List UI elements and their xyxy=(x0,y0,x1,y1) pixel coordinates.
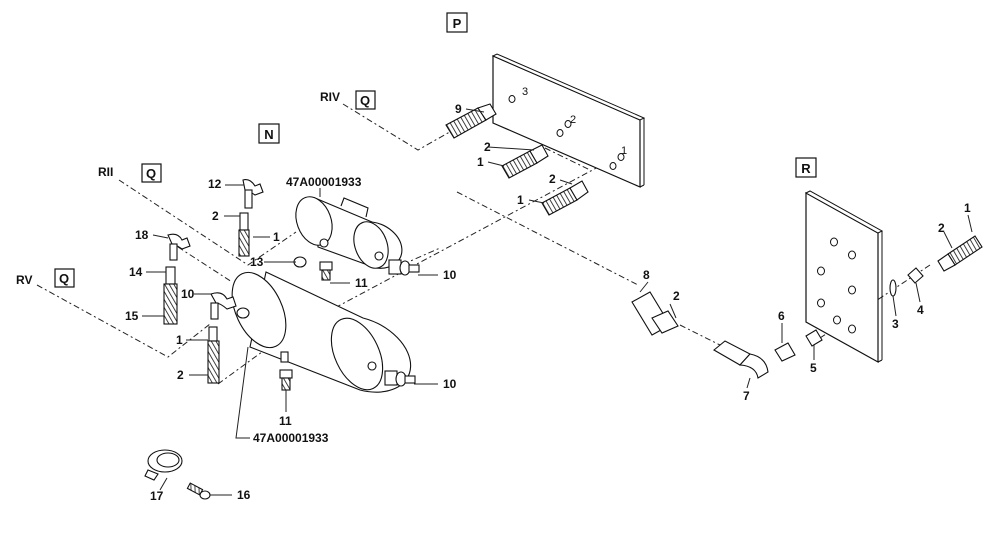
callout-15: 15 xyxy=(125,309,139,323)
svg-text:N: N xyxy=(264,127,273,142)
view-label-q-riv: Q xyxy=(355,90,376,110)
callout-10-a: 10 xyxy=(443,268,457,282)
threaded-stud-right xyxy=(937,235,983,272)
callout-12: 12 xyxy=(208,177,222,191)
adapter-6 xyxy=(774,342,796,362)
callout-18: 18 xyxy=(135,228,149,242)
air-tank-upper xyxy=(295,196,403,269)
svg-text:P: P xyxy=(453,16,462,31)
callout-2-left: 2 xyxy=(177,368,184,382)
hose-assembly-14-15 xyxy=(163,266,178,325)
mounting-plate-r xyxy=(804,190,884,364)
view-label-n: N xyxy=(258,123,280,144)
callout-1-far-right: 1 xyxy=(964,201,971,215)
svg-text:Q: Q xyxy=(360,93,370,108)
callout-17: 17 xyxy=(150,489,164,503)
callout-1-plate: 1 xyxy=(621,145,627,157)
callout-5: 5 xyxy=(810,361,817,375)
view-label-q-rii: Q xyxy=(141,163,162,183)
callout-2-far-right: 2 xyxy=(938,221,945,235)
ref-rv: RV xyxy=(16,273,32,287)
leader-lines xyxy=(142,108,973,496)
nut-4 xyxy=(907,267,924,284)
callout-2-plate: 2 xyxy=(570,114,576,126)
air-tank-lower xyxy=(231,271,412,393)
drain-valve-10-upper xyxy=(388,259,420,276)
drain-valve-10-lower xyxy=(384,370,416,387)
callout-4: 4 xyxy=(917,303,924,317)
callout-10-b: 10 xyxy=(181,287,195,301)
callout-11-b: 11 xyxy=(279,414,292,428)
callout-9: 9 xyxy=(455,102,462,116)
callout-1-a: 1 xyxy=(477,155,484,169)
callout-3-right: 3 xyxy=(892,317,899,331)
nut-5 xyxy=(805,329,823,347)
fitting-11-upper xyxy=(319,261,333,281)
threaded-stud-1-lower xyxy=(541,180,589,216)
hose-elbow-7 xyxy=(713,340,769,379)
callout-2-a: 2 xyxy=(484,140,491,154)
elbow-fitting-18 xyxy=(167,233,191,261)
threaded-stud-1-upper xyxy=(501,144,549,179)
view-label-q-rv: Q xyxy=(54,268,75,288)
bolt-16 xyxy=(186,482,211,500)
view-label-p: P xyxy=(446,12,468,33)
callout-16: 16 xyxy=(237,488,251,502)
part-number-lower-tank: 47A00001933 xyxy=(253,431,329,445)
hose-sleeve-8 xyxy=(631,291,679,336)
callout-1-b: 1 xyxy=(517,193,524,207)
elbow-fitting-10-left xyxy=(210,292,237,320)
fitting-11-lower xyxy=(279,369,293,391)
callout-2-n: 2 xyxy=(212,209,219,223)
mounting-plate-p xyxy=(491,53,646,188)
callout-2-right: 2 xyxy=(673,289,680,303)
callout-13: 13 xyxy=(250,255,264,269)
callout-1-left: 1 xyxy=(176,333,183,347)
callout-2-b: 2 xyxy=(549,172,556,186)
callout-1-n: 1 xyxy=(273,230,280,244)
ref-riv: RIV xyxy=(320,90,340,104)
callout-7: 7 xyxy=(743,389,750,403)
view-label-r: R xyxy=(795,157,817,178)
callout-8: 8 xyxy=(643,268,650,282)
elbow-fitting-12 xyxy=(242,179,264,209)
callout-6: 6 xyxy=(778,309,785,323)
svg-text:Q: Q xyxy=(146,166,156,181)
svg-text:R: R xyxy=(801,161,811,176)
hose-stub-left xyxy=(207,326,220,384)
threaded-stud-9 xyxy=(445,103,497,139)
svg-text:Q: Q xyxy=(59,271,69,286)
part-number-upper-tank: 47A00001933 xyxy=(286,175,362,189)
callout-labels: 9 3 2 2 2 1 1 1 12 2 1 13 11 10 18 14 15… xyxy=(125,86,971,503)
hose-clamp-17 xyxy=(144,449,183,481)
hose-stub-n xyxy=(238,212,250,257)
callout-14: 14 xyxy=(129,265,143,279)
ref-rii: RII xyxy=(98,165,113,179)
callout-10-c: 10 xyxy=(443,377,457,391)
washer-3 xyxy=(889,279,897,297)
callout-3-plate: 3 xyxy=(522,86,528,98)
callout-11-a: 11 xyxy=(355,276,368,290)
